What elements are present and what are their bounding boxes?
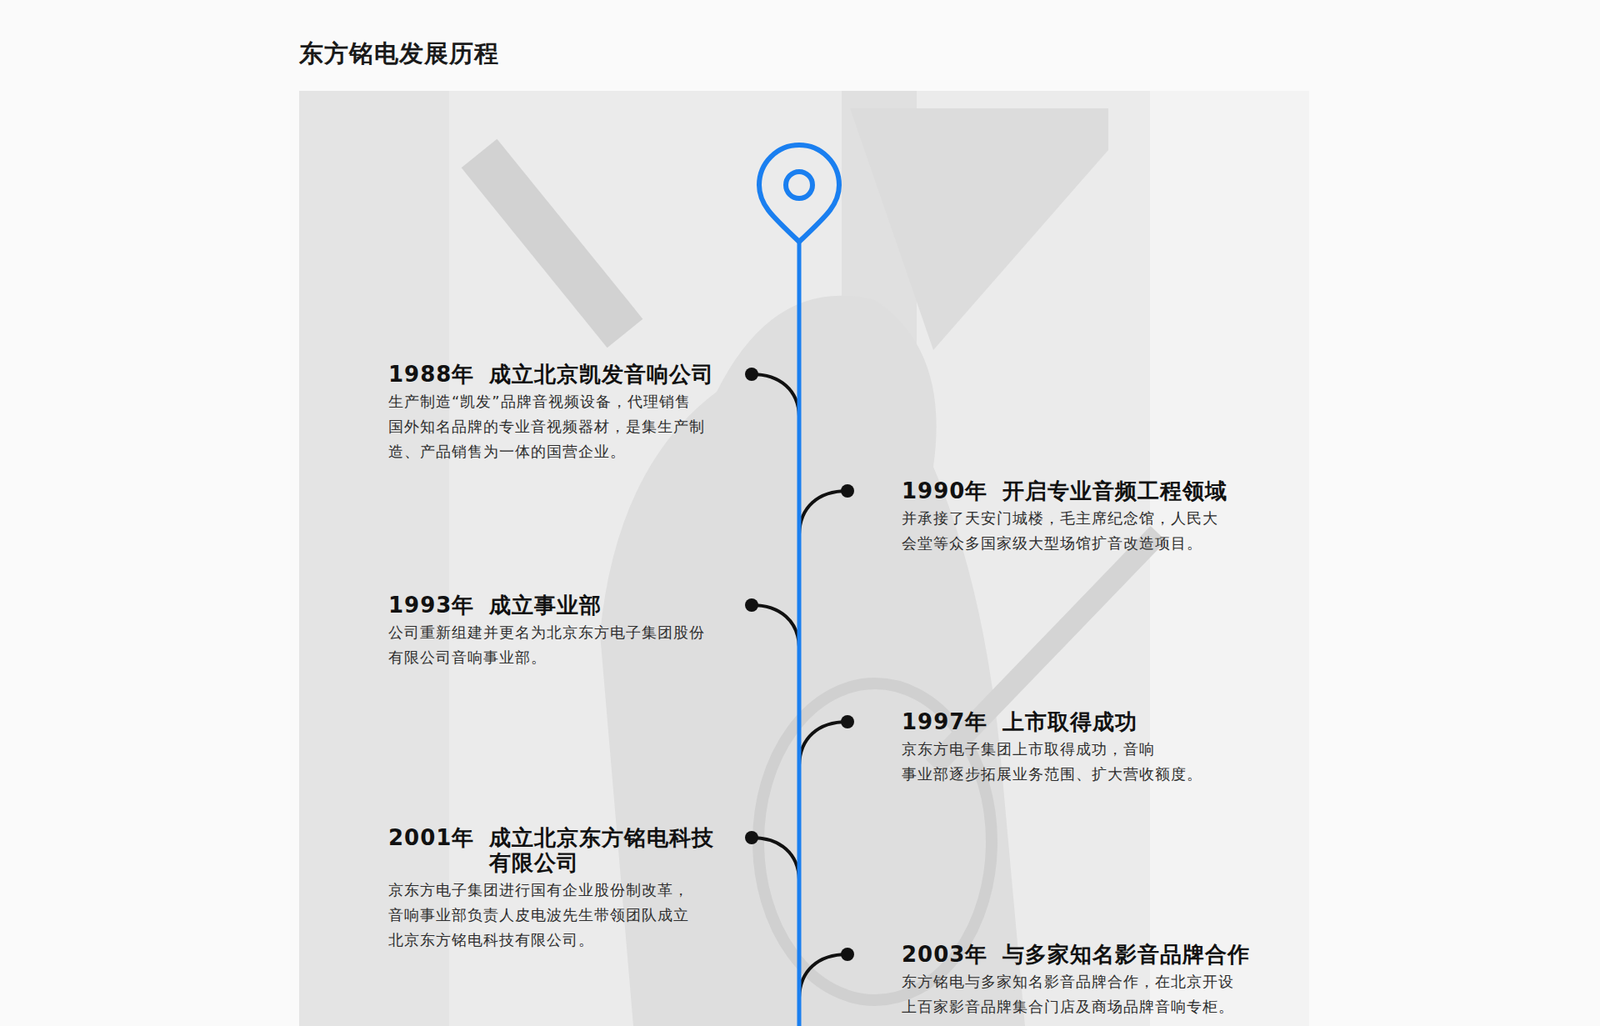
milestone-title: 开启专业音频工程领域 [1002, 478, 1228, 504]
year-label: 1988年 [388, 361, 475, 387]
branch-curve [751, 605, 800, 647]
milestone-text: 京东方电子集团进行国有企业股份制改革， 音响事业部负责人皮电波先生带领团队成立 … [388, 877, 726, 953]
page-title: 东方铭电发展历程 [299, 38, 500, 69]
photo-ground [299, 90, 1310, 1026]
milestone-title: 成立北京凯发音响公司 [489, 361, 715, 387]
branch-curve [799, 954, 848, 998]
milestone-text: 公司重新组建并更名为北京东方电子集团股份 有限公司音响事业部。 [388, 620, 726, 670]
milestone-text: 京东方电子集团上市取得成功，音响 事业部逐步拓展业务范围、扩大营收额度。 [901, 736, 1240, 787]
timeline-axis [797, 241, 802, 1026]
milestone-text: 并承接了天安门城楼，毛主席纪念馆，人民大 会堂等众多国家级大型场馆扩音改造项目。 [901, 505, 1240, 556]
milestone-title: 上市取得成功 [1002, 709, 1138, 735]
timeline-dot [745, 598, 759, 612]
pin-icon [759, 145, 840, 242]
photo-beam [479, 153, 625, 334]
branch-curve [751, 837, 800, 880]
milestone-title: 成立事业部 [489, 592, 602, 618]
milestone-title: 与多家知名影音品牌合作 [1002, 941, 1250, 967]
photo-light [1150, 90, 1310, 1026]
pin-icon-center [785, 171, 813, 199]
milestone-text: 东方铭电与多家知名影音品牌合作，在北京开设 上百家影音品牌集合门店及商场品牌音响… [901, 969, 1240, 1020]
branch-curve [799, 490, 848, 535]
branch-curve [751, 374, 800, 416]
milestone-text: 生产制造“凯发”品牌音视频设备，代理销售 国外知名品牌的专业音视频器材，是集生产… [388, 389, 726, 465]
year-label: 1993年 [388, 592, 475, 618]
timeline-dot [745, 367, 759, 381]
timeline-dot [745, 830, 759, 845]
year-label: 2003年 [901, 941, 988, 967]
year-label: 1997年 [901, 709, 988, 735]
year-label: 1990年 [901, 478, 988, 504]
milestone-title: 成立北京东方铭电科技有限公司 [489, 825, 731, 875]
timeline-dot [840, 715, 855, 729]
branch-curve [799, 721, 848, 765]
timeline-dot [840, 947, 855, 961]
photo-guitar [758, 683, 992, 1000]
year-label: 2001年 [388, 825, 475, 850]
timeline-dot [840, 484, 855, 498]
